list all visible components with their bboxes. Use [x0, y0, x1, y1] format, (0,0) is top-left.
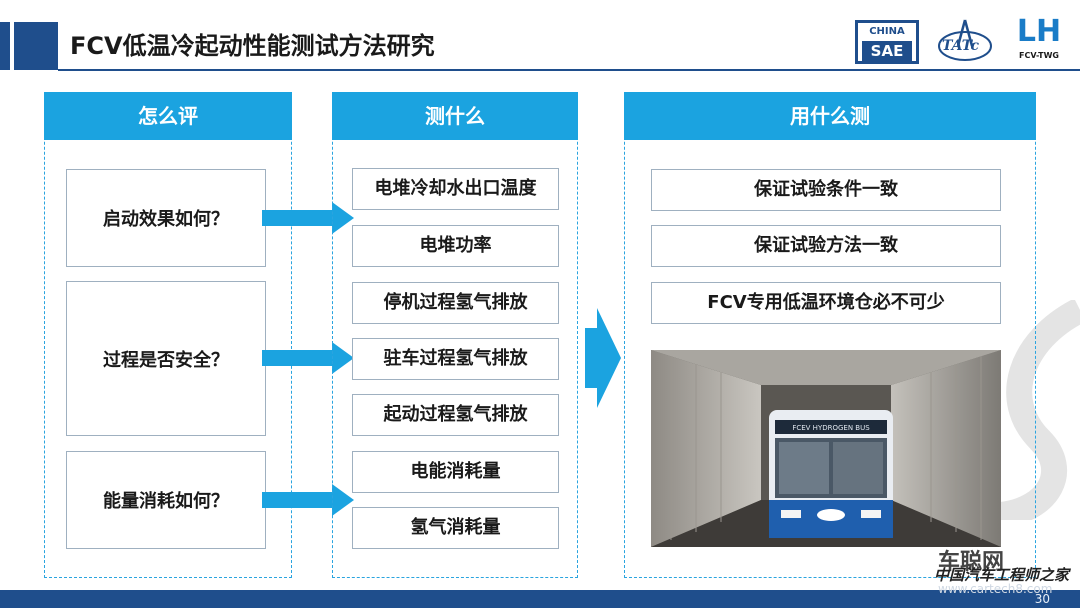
column-what-to-measure	[332, 92, 578, 578]
catarc-logo-text: TATc	[942, 38, 980, 54]
measure-item-parking-h2: 驻车过程氢气排放	[352, 338, 559, 380]
column-header-what-to-use: 用什么测	[624, 92, 1036, 140]
footer-bar	[0, 590, 1080, 608]
china-sae-logo: CHINA SAE	[855, 20, 919, 64]
question-startup-effect: 启动效果如何？	[66, 169, 266, 267]
measure-item-electric-consumption: 电能消耗量	[352, 451, 559, 493]
big-arrow-right-icon	[585, 308, 621, 408]
header-divider	[58, 69, 1080, 71]
method-item-low-temp-chamber: FCV专用低温环境仓必不可少	[651, 282, 1001, 324]
page-number: 30	[1034, 592, 1050, 606]
watermark-brand: 车聪网	[938, 550, 1005, 575]
arrow-right-icon	[262, 202, 354, 234]
method-item-consistent-method: 保证试验方法一致	[651, 225, 1001, 267]
method-item-consistent-conditions: 保证试验条件一致	[651, 169, 1001, 211]
header-accent-bar	[0, 22, 10, 70]
catarc-logo-icon	[938, 19, 992, 61]
measure-item-startup-h2: 起动过程氢气排放	[352, 394, 559, 436]
bus-in-cold-chamber-photo: FCEV HYDROGEN BUS	[651, 350, 1001, 547]
catarc-logo: TATc	[936, 16, 994, 66]
fcv-logo-mark: LH	[1016, 14, 1062, 49]
sae-logo-line1: CHINA	[869, 26, 905, 37]
bus-photo-image: FCEV HYDROGEN BUS	[651, 350, 1001, 547]
fcv-twg-logo: LH FCV-TWG	[1005, 14, 1073, 68]
question-process-safety: 过程是否安全？	[66, 281, 266, 436]
watermark-tagline: 中国汽车工程师之家	[934, 566, 1070, 584]
question-energy-consumption: 能量消耗如何？	[66, 451, 266, 549]
arrow-right-icon	[262, 342, 354, 374]
column-header-how-to-evaluate: 怎么评	[44, 92, 292, 140]
arrow-right-icon	[262, 484, 354, 516]
fcv-logo-sub: FCV-TWG	[1019, 51, 1059, 60]
measure-item-h2-consumption: 氢气消耗量	[352, 507, 559, 549]
sae-logo-line2: SAE	[862, 41, 912, 61]
watermark-url: www.cartech8.com	[938, 582, 1053, 596]
slide-title: FCV低温冷起动性能测试方法研究	[70, 32, 435, 60]
header-accent-block	[14, 22, 58, 70]
measure-item-coolant-temp: 电堆冷却水出口温度	[352, 168, 559, 210]
measure-item-shutdown-h2: 停机过程氢气排放	[352, 282, 559, 324]
bus-destination-sign: FCEV HYDROGEN BUS	[792, 424, 870, 432]
background-swirl-decoration	[998, 300, 1080, 520]
column-header-what-to-measure: 测什么	[332, 92, 578, 140]
measure-item-stack-power: 电堆功率	[352, 225, 559, 267]
